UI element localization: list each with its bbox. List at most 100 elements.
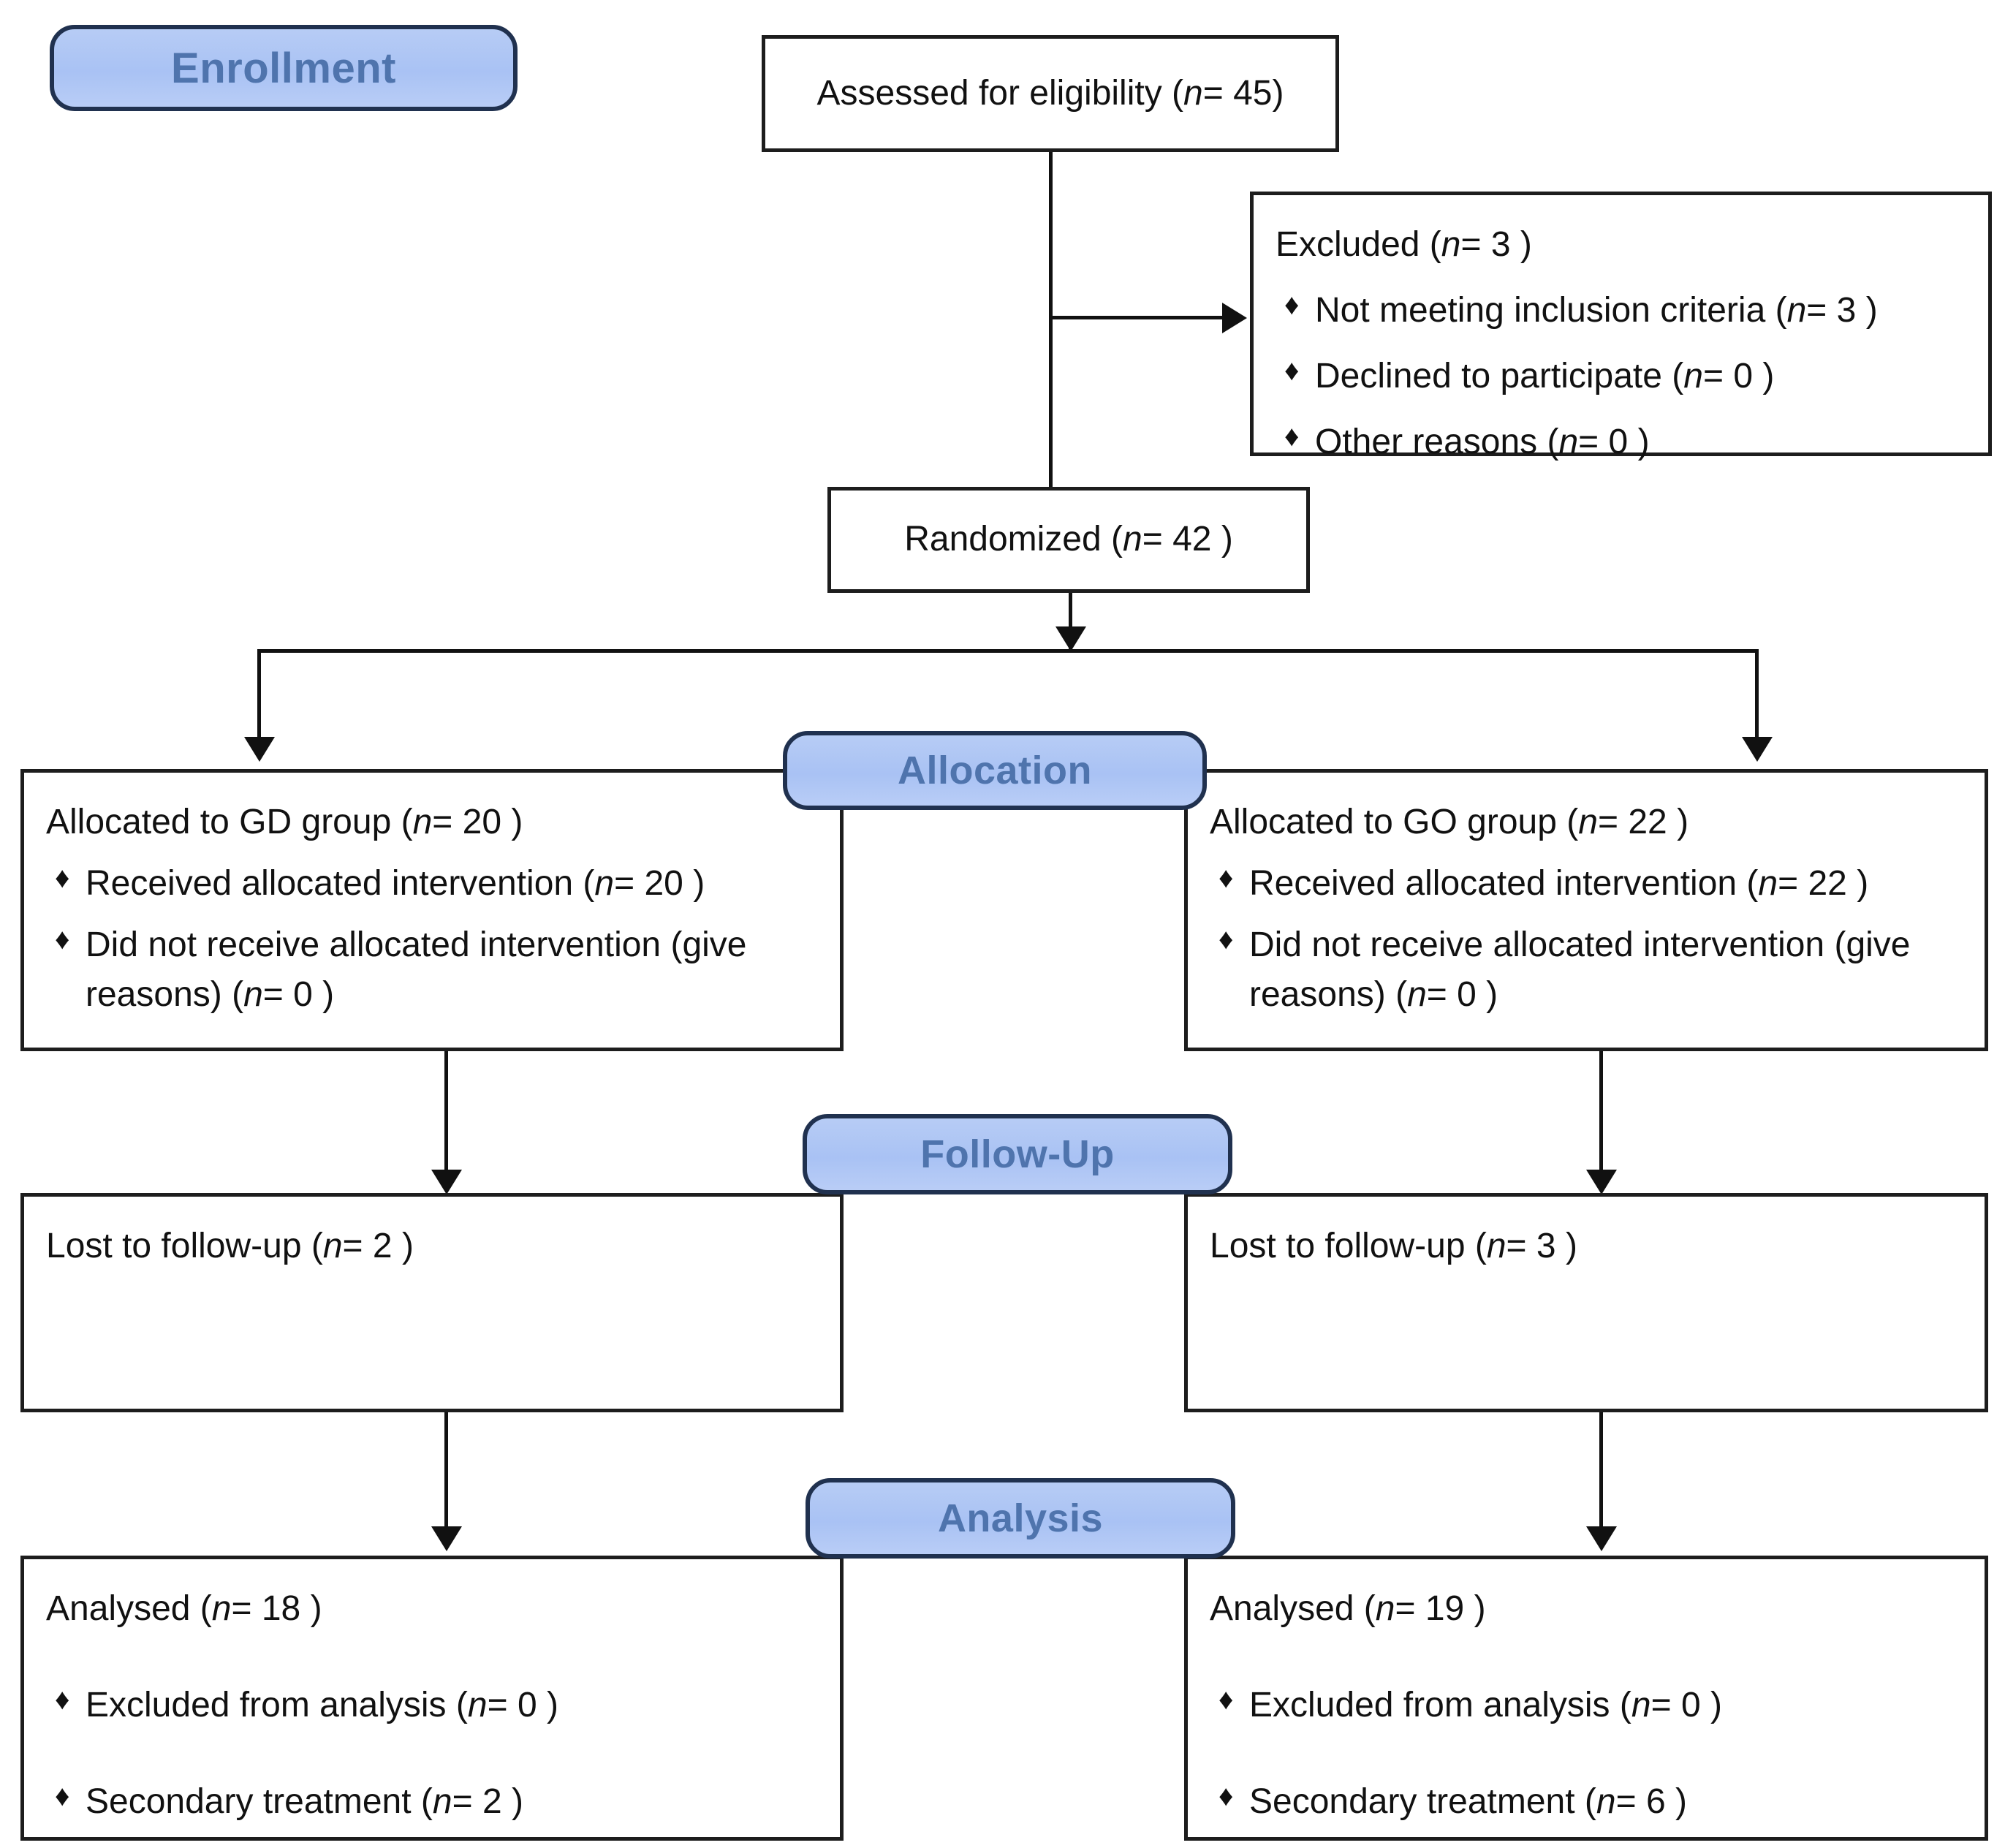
alloc-left-item-0-before: Received allocated intervention (	[86, 864, 595, 904]
analysis-left-title: Analysed (n= 18 )	[46, 1584, 818, 1634]
alloc-right-title-n: n	[1578, 803, 1598, 841]
followup-right-title-n: n	[1486, 1227, 1506, 1265]
analysis-left-item-1-n: n	[432, 1782, 452, 1822]
alloc-left-item-1-after: = 0 )	[262, 975, 335, 1015]
node-lost-to-followup-go-body: Lost to follow-up (n= 3 )	[1188, 1197, 1985, 1290]
node-excluded-body: Excluded ( n = 3 ) ♦ Not meeting inclusion…	[1254, 195, 1988, 482]
alloc-left-item-0-n: n	[594, 864, 615, 904]
arrow-to-analysis-left-icon	[431, 1526, 462, 1551]
list-item: ♦ Declined to participate (n= 0 )	[1276, 352, 1966, 401]
analysis-left-title-before: Analysed (	[46, 1589, 212, 1628]
followup-right-title-before: Lost to follow-up (	[1210, 1227, 1487, 1265]
list-item: ♦ Not meeting inclusion criteria (n= 3 )	[1276, 286, 1966, 336]
connector-assessed-to-excluded	[1049, 316, 1224, 319]
followup-left-title-after: = 2 )	[342, 1227, 414, 1265]
arrow-randomized-split-icon	[1055, 626, 1086, 651]
analysis-right-item-0-before: Excluded from analysis (	[1249, 1686, 1631, 1725]
connector-split-right-drop	[1755, 649, 1759, 743]
stage-banner-followup: Follow-Up	[803, 1114, 1232, 1194]
analysis-left-item-1-after: = 2 )	[452, 1782, 523, 1822]
excluded-title-after: = 3 )	[1460, 225, 1532, 264]
node-allocated-go-body: Allocated to GO group (n= 22 ) ♦ Receive…	[1188, 773, 1985, 1035]
followup-right-title-after: = 3 )	[1506, 1227, 1577, 1265]
analysis-right-item-0-after: = 0 )	[1650, 1686, 1722, 1725]
list-item: ♦ Received allocated intervention (n= 20…	[46, 859, 818, 909]
stage-banner-analysis: Analysis	[806, 1478, 1235, 1559]
excluded-item-0-after: = 3 )	[1806, 291, 1878, 330]
stage-banner-enrollment: Enrollment	[50, 25, 518, 111]
stage-banner-analysis-label: Analysis	[937, 1496, 1104, 1540]
stage-banner-enrollment-label: Enrollment	[171, 44, 396, 92]
analysis-right-item-1-after: = 6 )	[1615, 1782, 1687, 1822]
arrow-to-excluded-icon	[1222, 303, 1247, 333]
node-lost-to-followup-go: Lost to follow-up (n= 3 )	[1184, 1193, 1988, 1412]
node-allocated-gd-body: Allocated to GD group (n= 20 ) ♦ Receive…	[24, 773, 840, 1035]
node-excluded: Excluded ( n = 3 ) ♦ Not meeting inclusion…	[1250, 192, 1992, 461]
arrow-to-followup-right-icon	[1586, 1170, 1617, 1194]
allocated-gd-title: Allocated to GD group (n= 20 )	[46, 798, 818, 847]
alloc-left-item-0-after: = 20 )	[614, 864, 705, 904]
arrow-to-alloc-right-icon	[1742, 737, 1773, 762]
alloc-left-title-before: Allocated to GD group (	[46, 803, 413, 841]
alloc-left-title-n: n	[412, 803, 433, 841]
list-item: ♦ Secondary treatment (n= 2 )	[46, 1777, 818, 1827]
analysis-left-item-1-before: Secondary treatment (	[86, 1782, 433, 1822]
analysis-right-title-before: Analysed (	[1210, 1589, 1376, 1628]
node-analysed-go: Analysed (n= 19 ) ♦ Excluded from analys…	[1184, 1556, 1988, 1841]
alloc-left-title-after: = 20 )	[432, 803, 523, 841]
analysis-right-item-1-n: n	[1596, 1782, 1616, 1822]
node-assessed-for-eligibility: Assessed for eligibility (n= 45)	[762, 35, 1339, 152]
followup-right-title: Lost to follow-up (n= 3 )	[1210, 1222, 1963, 1271]
alloc-right-item-1-before: Did not receive allocated intervention (…	[1249, 925, 1911, 1015]
node-allocated-go: Allocated to GO group (n= 22 ) ♦ Receive…	[1184, 769, 1988, 1051]
list-item: ♦ Received allocated intervention (n= 22…	[1210, 859, 1963, 909]
connector-randomized-stem	[1069, 593, 1072, 651]
node-allocated-gd: Allocated to GD group (n= 20 ) ♦ Receive…	[20, 769, 844, 1051]
analysed-gd-list: ♦ Excluded from analysis (n= 0 ) ♦ Secon…	[46, 1681, 818, 1827]
excluded-item-1-before: Declined to participate (	[1315, 357, 1684, 396]
connector-assessed-to-randomized	[1049, 152, 1053, 487]
diamond-bullet-icon: ♦	[1218, 1684, 1234, 1716]
connector-followgd-to-analysisgd	[444, 1412, 448, 1534]
analysis-right-title-after: = 19 )	[1395, 1589, 1486, 1628]
diamond-bullet-icon: ♦	[1218, 862, 1234, 895]
list-item: ♦ Other reasons (n= 0 )	[1276, 417, 1966, 467]
excluded-item-2-before: Other reasons (	[1315, 423, 1559, 462]
excluded-item-1-n: n	[1683, 357, 1703, 396]
stage-banner-allocation: Allocation	[783, 731, 1207, 810]
alloc-right-item-0-n: n	[1758, 864, 1778, 904]
randomized-n-italic: n	[1123, 520, 1142, 559]
stage-banner-followup-label: Follow-Up	[920, 1132, 1115, 1176]
diamond-bullet-icon: ♦	[55, 862, 70, 895]
excluded-item-1-after: = 0 )	[1702, 357, 1775, 396]
alloc-left-item-1-before: Did not receive allocated intervention (…	[86, 925, 747, 1015]
analysis-right-item-1-before: Secondary treatment (	[1249, 1782, 1596, 1822]
analysed-go-list: ♦ Excluded from analysis (n= 0 ) ♦ Secon…	[1210, 1681, 1963, 1827]
node-randomized: Randomized (n= 42 )	[827, 487, 1310, 593]
assessed-text-before: Assessed for eligibility (	[816, 73, 1184, 113]
list-item: ♦ Excluded from analysis (n= 0 )	[1210, 1681, 1963, 1730]
connector-allocgd-to-followgd	[444, 1051, 448, 1177]
arrow-to-alloc-left-icon	[244, 737, 275, 762]
diamond-bullet-icon: ♦	[1218, 923, 1234, 956]
analysis-left-item-0-after: = 0 )	[487, 1686, 558, 1725]
list-item: ♦ Excluded from analysis (n= 0 )	[46, 1681, 818, 1730]
analysis-right-title-n: n	[1375, 1589, 1395, 1628]
alloc-right-item-1-after: = 0 )	[1426, 975, 1498, 1015]
assessed-text-after: = 45)	[1202, 73, 1284, 113]
arrow-to-followup-left-icon	[431, 1170, 462, 1194]
alloc-right-item-1-n: n	[1407, 975, 1427, 1015]
node-assessed-for-eligibility-text: Assessed for eligibility (n= 45)	[765, 39, 1335, 148]
list-item: ♦ Did not receive allocated intervention…	[1210, 920, 1963, 1020]
node-analysed-go-body: Analysed (n= 19 ) ♦ Excluded from analys…	[1188, 1559, 1985, 1841]
connector-allocation-split-bar	[257, 649, 1759, 653]
node-analysed-gd-body: Analysed (n= 18 ) ♦ Excluded from analys…	[24, 1559, 840, 1841]
followup-left-title-before: Lost to follow-up (	[46, 1227, 323, 1265]
followup-left-title-n: n	[322, 1227, 343, 1265]
diamond-bullet-icon: ♦	[55, 1684, 70, 1716]
diamond-bullet-icon: ♦	[55, 1780, 70, 1813]
assessed-n-italic: n	[1183, 73, 1203, 113]
excluded-title-before: Excluded (	[1276, 225, 1441, 264]
diamond-bullet-icon: ♦	[1284, 420, 1300, 453]
alloc-right-title-after: = 22 )	[1597, 803, 1689, 841]
